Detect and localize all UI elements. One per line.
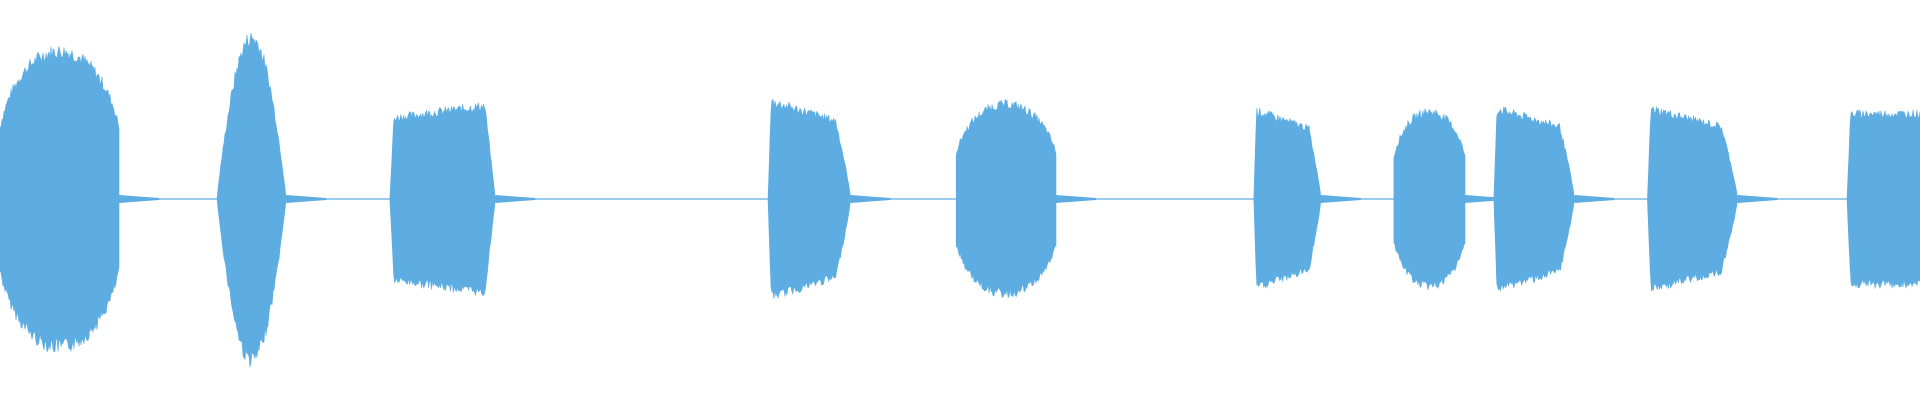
waveform-tail-5 [1056,195,1096,203]
waveform-tail-9 [1737,195,1778,203]
waveform-segment-3 [389,102,496,297]
waveform-segment-2 [216,32,287,368]
waveform-tail-1 [119,195,160,203]
waveform-segment-5 [955,99,1057,299]
waveform-segment-6 [1253,107,1322,289]
waveform-segment-10 [1846,109,1920,290]
waveform-segment-9 [1647,106,1738,292]
waveform-segment-4 [767,99,851,299]
waveform-segment-1 [0,46,120,353]
waveform-tail-3 [495,195,536,203]
waveform-tail-6 [1320,195,1361,203]
waveform-segment-7 [1393,108,1466,290]
waveform-segment-8 [1493,106,1575,292]
waveform-tail-8 [1574,195,1615,203]
waveform-segments [0,32,1920,368]
waveform-tail-2 [286,195,327,203]
waveform-tail-7 [1464,195,1505,203]
waveform-tail-4 [850,195,891,203]
